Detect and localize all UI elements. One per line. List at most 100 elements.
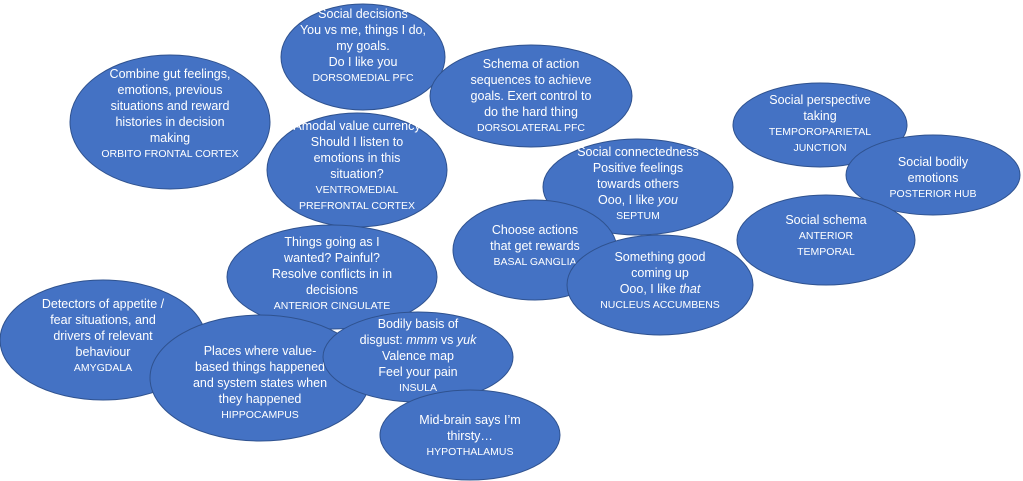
description-line: wanted? Painful?: [283, 251, 380, 265]
emphasis-segment: yuk: [456, 333, 477, 347]
node-temporoparietal-junction: Social perspectivetakingTEMPOROPARIETALJ…: [732, 82, 908, 168]
emphasis-segment: that: [679, 282, 700, 296]
text-segment: coming up: [631, 266, 689, 280]
region-label: HIPPOCAMPUS: [221, 409, 299, 421]
description-line: Mid-brain says I’m: [419, 413, 520, 427]
text-segment: Bodily basis of: [378, 317, 459, 331]
region-label: INSULA: [399, 382, 437, 394]
description-line: Bodily basis of: [378, 317, 459, 331]
region-label: VENTROMEDIAL: [316, 184, 399, 196]
node-orbitofrontal-cortex: Combine gut feelings,emotions, previouss…: [69, 54, 271, 190]
text-segment: emotions, previous: [118, 83, 223, 97]
description-line: Things going as I: [284, 235, 379, 249]
description-line: towards others: [597, 177, 679, 191]
text-segment: that get rewards: [490, 239, 580, 253]
text-segment: Social schema: [785, 213, 866, 227]
bubble-ellipse: [69, 54, 271, 190]
description-line: fear situations, and: [50, 313, 156, 327]
region-label: PREFRONTAL CORTEX: [299, 200, 415, 212]
bubble-ellipse: [379, 389, 561, 481]
description-line: making: [150, 131, 190, 145]
region-label: BASAL GANGLIA: [493, 256, 576, 268]
description-line: decisions: [306, 283, 358, 297]
description-line: Valence map: [382, 349, 454, 363]
description-line: and system states when: [193, 376, 327, 390]
text-segment: vs: [437, 333, 456, 347]
text-segment: situation?: [330, 167, 384, 181]
description-line: Detectors of appetite /: [42, 297, 165, 311]
text-segment: and system states when: [193, 376, 327, 390]
region-label: TEMPORAL: [797, 246, 855, 258]
region-label: DORSOMEDIAL PFC: [312, 72, 414, 84]
description-line: Places where value-: [204, 344, 317, 358]
emphasis-segment: you: [657, 193, 678, 207]
text-segment: behaviour: [76, 345, 131, 359]
text-segment: making: [150, 131, 190, 145]
description-line: Social decisions: [318, 7, 408, 21]
region-label: ANTERIOR: [799, 230, 854, 242]
node-insula: Bodily basis of disgust: mmm vs yukValenc…: [322, 311, 514, 403]
bubble-ellipse: [542, 138, 734, 236]
description-line: histories in decision: [115, 115, 224, 129]
description-line: emotions, previous: [118, 83, 223, 97]
bubble-ellipse: [736, 194, 916, 286]
node-dorsolateral-pfc: Schema of action sequences to achieve goal…: [429, 44, 633, 148]
text-segment: Schema of action: [483, 57, 580, 71]
text-segment: Resolve conflicts in in: [272, 267, 392, 281]
description-line: Ooo, I like that: [620, 282, 701, 296]
text-segment: based things happened: [195, 360, 325, 374]
description-line: Social connectedness: [577, 145, 699, 159]
text-segment: disgust:: [360, 333, 407, 347]
description-line: You vs me, things I do,: [300, 23, 426, 37]
bubble-ellipse: [429, 44, 633, 148]
description-line: based things happened: [195, 360, 325, 374]
bubble-ellipse: [566, 234, 754, 336]
description-line: Positive feelings: [593, 161, 683, 175]
text-segment: emotions: [908, 171, 959, 185]
text-segment: sequences to achieve: [471, 73, 592, 87]
text-segment: Something good: [614, 250, 705, 264]
text-segment: goals. Exert control to: [471, 89, 592, 103]
description-line: Ooo, I like you: [598, 193, 678, 207]
description-line: thirsty…: [447, 429, 493, 443]
description-line: that get rewards: [490, 239, 580, 253]
description-line: emotions in this: [314, 151, 401, 165]
text-segment: they happened: [219, 392, 302, 406]
region-label: POSTERIOR HUB: [890, 188, 977, 200]
text-segment: situations and reward: [111, 99, 230, 113]
bubble-ellipse: [226, 224, 438, 330]
text-segment: wanted? Painful?: [283, 251, 380, 265]
region-label: JUNCTION: [793, 142, 846, 154]
node-nucleus-accumbens: Something good coming up Ooo, I like thatN…: [566, 234, 754, 336]
description-line: sequences to achieve: [471, 73, 592, 87]
text-segment: my goals.: [336, 39, 390, 53]
text-segment: do the hard thing: [484, 105, 578, 119]
description-line: Amodal value currency: [293, 119, 421, 133]
text-segment: histories in decision: [115, 115, 224, 129]
description-line: they happened: [219, 392, 302, 406]
region-label: ORBITO FRONTAL CORTEX: [101, 148, 238, 160]
text-segment: Ooo, I like: [620, 282, 680, 296]
text-segment: Social connectedness: [577, 145, 699, 159]
description-line: situations and reward: [111, 99, 230, 113]
region-label: NUCLEUS ACCUMBENS: [600, 299, 720, 311]
description-line: Choose actions: [492, 223, 578, 237]
description-line: Schema of action: [483, 57, 580, 71]
text-segment: thirsty…: [447, 429, 493, 443]
description-line: disgust: mmm vs yuk: [360, 333, 477, 347]
region-label: TEMPOROPARIETAL: [769, 126, 871, 138]
text-segment: decisions: [306, 283, 358, 297]
text-segment: Feel your pain: [378, 365, 457, 379]
text-segment: Should I listen to: [311, 135, 403, 149]
description-line: taking: [803, 109, 836, 123]
text-segment: Do I like you: [329, 55, 398, 69]
node-hippocampus: Places where value-based things happened…: [149, 314, 371, 442]
description-line: Resolve conflicts in in: [272, 267, 392, 281]
region-label: SEPTUM: [616, 210, 660, 222]
